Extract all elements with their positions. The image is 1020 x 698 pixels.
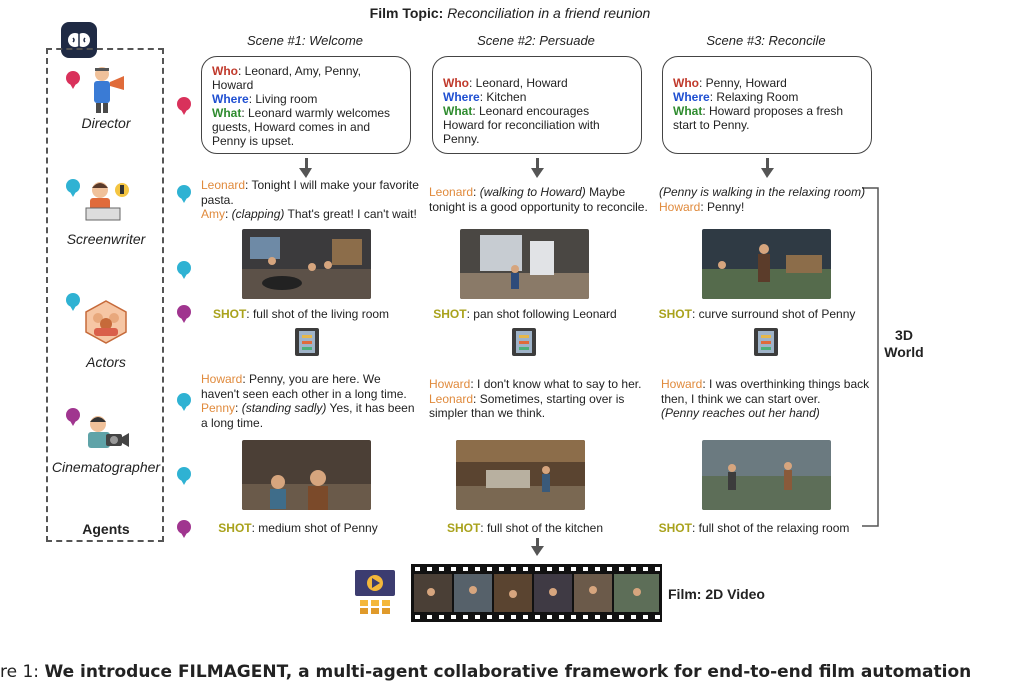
pin-row-3 [177,261,191,279]
screenwriter-icon [82,180,132,224]
pin-row-2 [177,185,191,203]
agent-actors-label: Actors [86,354,126,370]
film-strip-icon [294,327,320,357]
scene-2-render-2 [456,440,585,510]
brain-icon [61,22,97,58]
scene-2-render-1 [460,229,589,299]
figure-caption: re 1: We introduce FILMAGENT, a multi-ag… [0,662,972,682]
film-strip-icon [753,327,779,357]
world-bracket [862,187,879,527]
scene-2-director-bubble: Who: Leonard, Howard Where: Kitchen What… [432,56,642,154]
film-strip [411,564,662,622]
actors-icon [84,300,128,344]
agent-cinematographer-label: Cinematographer [51,459,161,475]
pin-row-6 [177,467,191,485]
scene-1-script-1: Leonard: Tonight I will make your favori… [201,178,419,221]
scene-1-render-2 [242,440,371,510]
agent-director-label: Director [81,115,131,131]
pin-row-5 [177,393,191,411]
scene-3-shot-2: SHOT: full shot of the relaxing room [658,521,850,535]
scene-2-shot-2: SHOT: full shot of the kitchen [446,521,604,535]
pin-row-1 [177,97,191,115]
film-topic-title: Film Topic: Reconciliation in a friend r… [369,5,651,21]
scene-1-shot-1: SHOT: full shot of the living room [212,307,390,321]
scene-2-title: Scene #2: Persuade [477,33,595,48]
agents-panel [46,48,164,542]
scene-1-script-2: Howard: Penny, you are here. We haven't … [201,372,415,430]
scene-1-title: Scene #1: Welcome [246,33,364,48]
scene-3-render-1 [702,229,831,299]
film-strip-icon [511,327,537,357]
scene-3-title: Scene #3: Reconcile [706,33,826,48]
scene-3-shot-1: SHOT: curve surround shot of Penny [658,307,856,321]
world-label: 3D World [884,327,924,360]
scene-3-script-2: Howard: I was overthinking things back t… [661,377,870,420]
scene-2-shot-1: SHOT: pan shot following Leonard [433,307,617,321]
cinematographer-icon [84,412,130,456]
film-output-label: Film: 2D Video [668,586,765,602]
scene-3-director-bubble: Who: Penny, Howard Where: Relaxing Room … [662,56,872,154]
agents-footer-label: Agents [82,521,130,537]
scene-2-script-1: Leonard: (walking to Howard) Maybe tonig… [429,185,648,214]
scene-1-shot-2: SHOT: medium shot of Penny [218,521,378,535]
scene-3-script-1: (Penny is walking in the relaxing room) … [659,185,866,214]
scene-1-director-bubble: Who: Leonard, Amy, Penny, Howard Where: … [201,56,411,154]
video-output-icon [352,568,398,618]
agent-screenwriter-label: Screenwriter [66,231,146,247]
director-icon [88,64,128,114]
scene-3-render-2 [702,440,831,510]
scene-2-script-2: Howard: I don't know what to say to her.… [429,377,642,420]
scene-1-render-1 [242,229,371,299]
